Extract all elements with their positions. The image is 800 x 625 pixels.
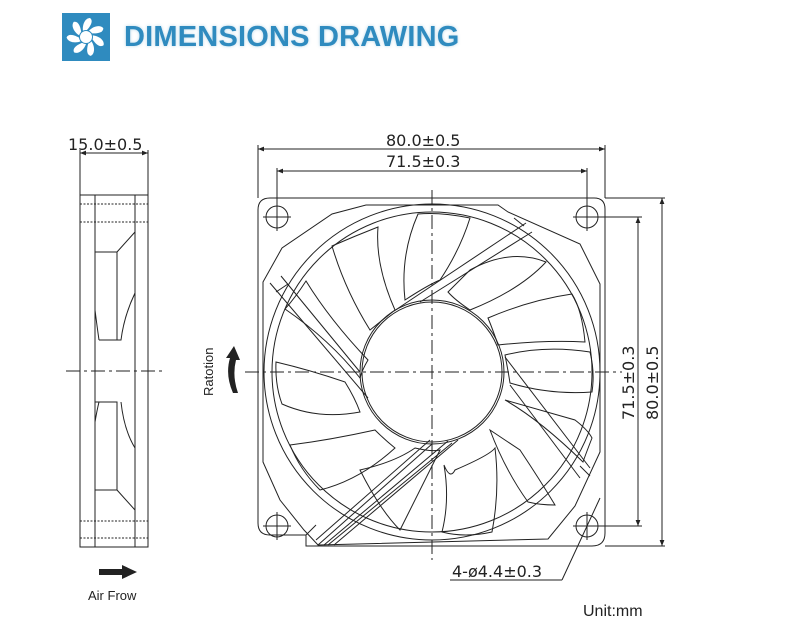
side-view <box>66 150 165 548</box>
overall-height-dimension: 80.0±0.5 <box>643 346 662 420</box>
overall-width-dimension: 80.0±0.5 <box>386 131 460 150</box>
curved-arrow-icon <box>226 346 240 393</box>
fan-blades <box>275 213 594 536</box>
airflow-label: Air Frow <box>88 588 137 603</box>
unit-label: Unit:mm <box>583 603 643 620</box>
mounting-holes-dimension: 4-ø4.4±0.3 <box>452 562 542 581</box>
header: DIMENSIONS DRAWING <box>62 13 460 61</box>
hole-spacing-width-dimension: 71.5±0.3 <box>386 152 460 171</box>
rotation-label: Ratotion <box>201 347 216 396</box>
fan-logo-icon <box>62 13 110 61</box>
page-title: DIMENSIONS DRAWING <box>124 20 460 53</box>
hole-spacing-height-dimension: 71.5±0.3 <box>619 346 638 420</box>
mounting-hole <box>263 203 291 231</box>
thickness-dimension: 15.0±0.5 <box>68 135 142 154</box>
mounting-hole <box>263 512 291 540</box>
front-view <box>245 145 665 581</box>
arrow-right-icon <box>99 565 137 579</box>
